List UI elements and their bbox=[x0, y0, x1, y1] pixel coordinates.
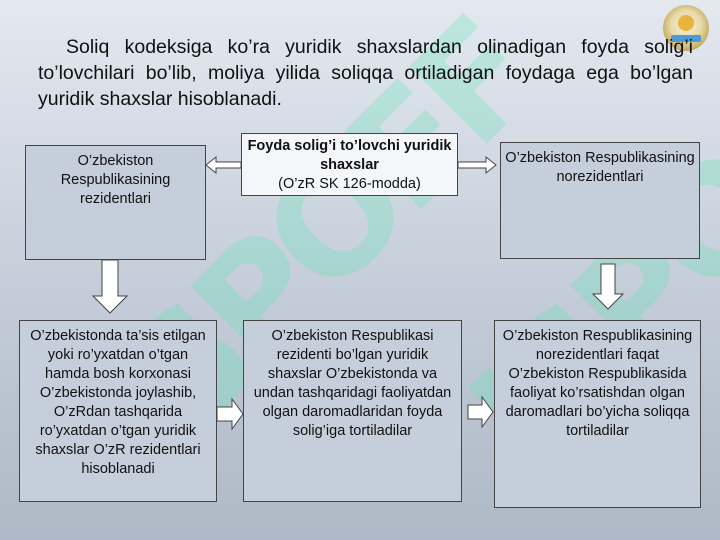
nonresident-taxation-box: O’zbekiston Respublikasining norezidentl… bbox=[494, 320, 701, 508]
arrow-left-icon bbox=[205, 155, 242, 175]
residents-box: O’zbekiston Respublikasining rezidentlar… bbox=[25, 145, 206, 260]
nonresidents-box: O’zbekiston Respublikasining norezidentl… bbox=[500, 142, 700, 259]
ribbon-icon bbox=[671, 35, 701, 42]
arrow-right-icon bbox=[216, 397, 244, 431]
intro-paragraph: Soliq kodeksiga ko’ra yuridik shaxslarda… bbox=[38, 36, 693, 110]
center-title: Foyda solig’i to’lovchi yuridik shaxslar bbox=[247, 138, 452, 173]
arrow-down-icon bbox=[591, 263, 625, 310]
sun-icon bbox=[678, 15, 694, 31]
center-box: Foyda solig’i to’lovchi yuridik shaxslar… bbox=[241, 133, 458, 196]
resident-definition-box: O’zbekistonda ta’sis etilgan yoki ro’yxa… bbox=[19, 320, 217, 502]
arrow-down-icon bbox=[91, 259, 129, 314]
arrow-right-icon bbox=[457, 155, 497, 175]
emblem-icon bbox=[663, 5, 709, 51]
center-subtitle: (O’zR SK 126-modda) bbox=[278, 176, 421, 192]
resident-taxation-box: O’zbekiston Respublikasi rezidenti bo’lg… bbox=[243, 320, 462, 502]
arrow-right-icon bbox=[467, 395, 494, 429]
